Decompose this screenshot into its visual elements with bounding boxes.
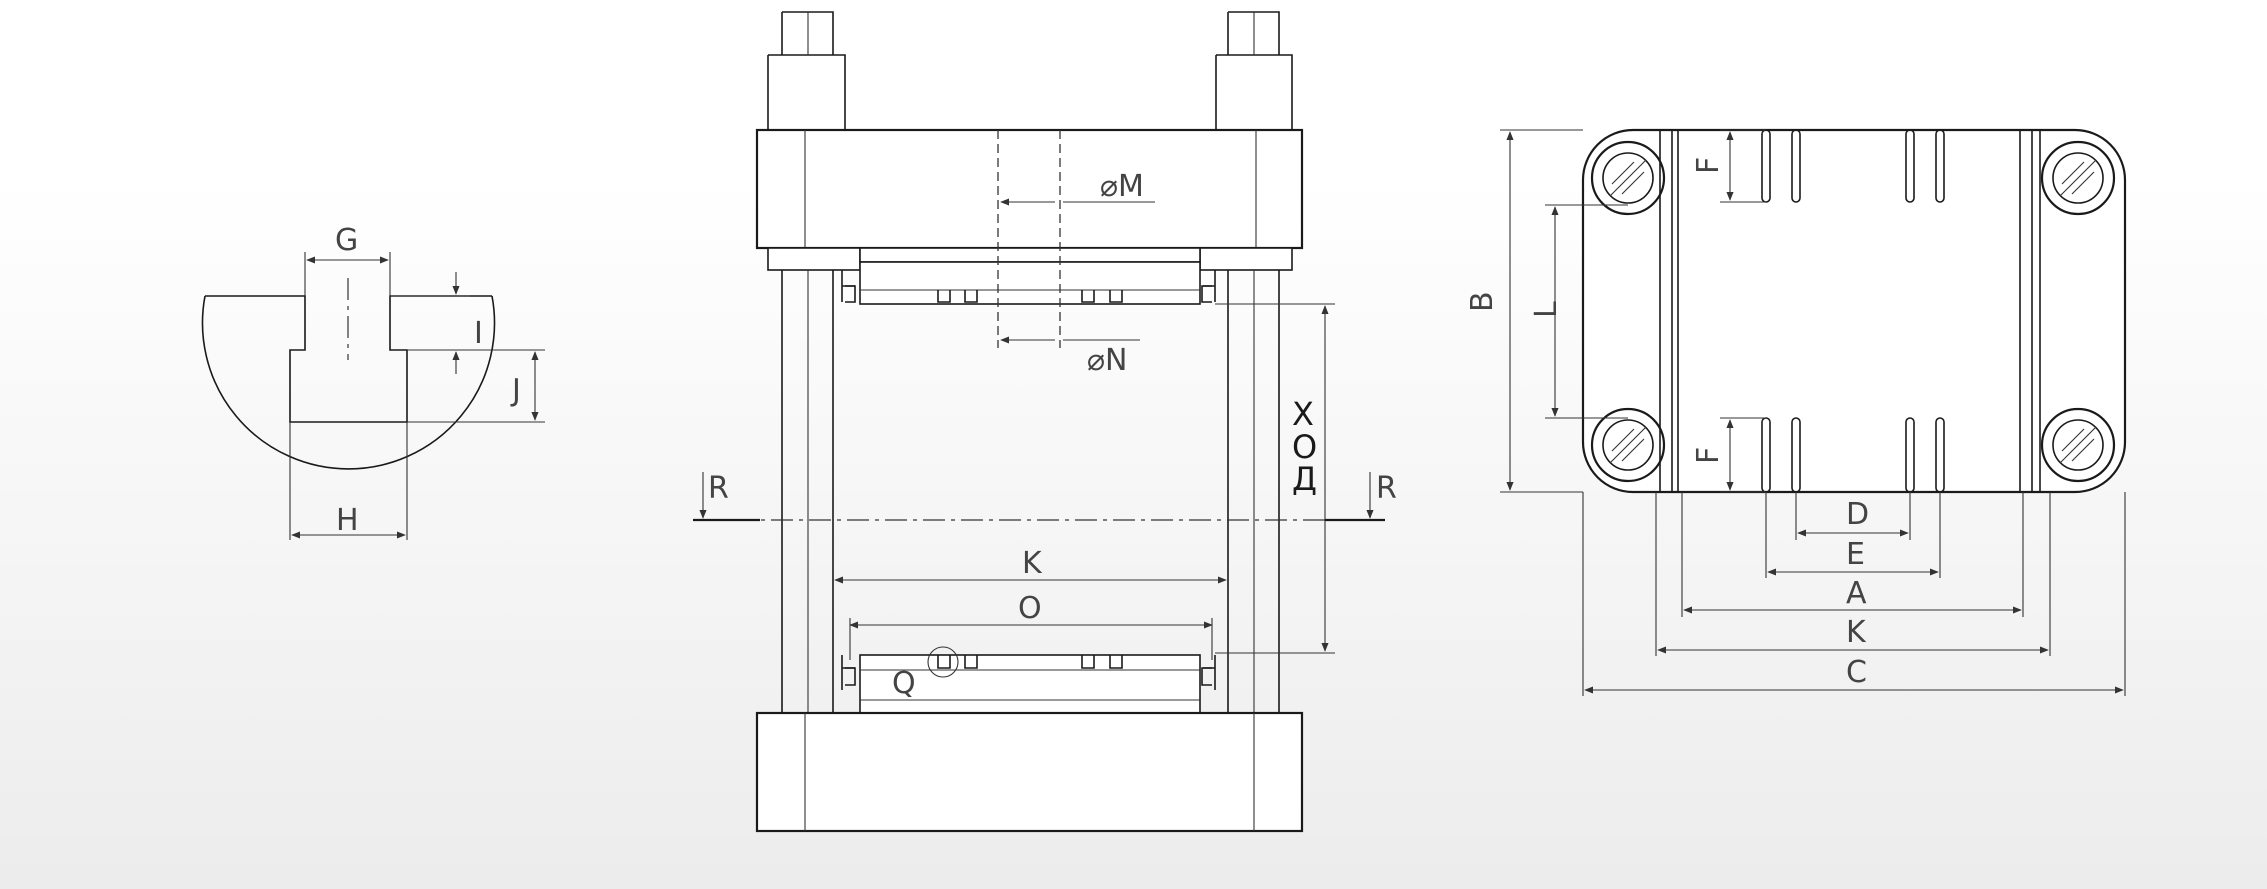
stroke-label-char-2: О [1292,428,1317,466]
dim-label-k-right: K [1846,615,1867,650]
section-label-r-right: R [1376,471,1397,506]
tie-rod-top-right [2040,140,2116,216]
dim-label-l: L [1529,301,1564,318]
press-front-view [693,11,1385,833]
dim-label-h: H [336,503,359,538]
tie-rod-bottom-left [1590,407,1666,483]
dim-label-f-top: F [1691,157,1726,174]
dim-label-m: ⌀M [1100,169,1144,204]
press-plan-view [1500,128,2127,696]
dim-label-n: ⌀N [1087,343,1128,378]
section-label-r-left: R [708,471,729,506]
dim-label-f-bottom: F [1691,447,1726,464]
dim-label-i: I [474,316,483,351]
dim-label-a: A [1846,576,1867,611]
dim-label-g: G [335,223,358,258]
tie-rod-top-left [1590,140,1666,216]
stroke-label-char-3: Д [1292,460,1317,498]
dim-label-q: Q [892,666,916,701]
dim-label-c: C [1846,655,1867,690]
dim-label-o: O [1018,591,1042,626]
stroke-label-char-1: Х [1292,395,1314,433]
tie-rod-bottom-right [2040,407,2116,483]
dim-label-d: D [1846,497,1869,532]
dim-label-k-mid: K [1022,546,1043,581]
t-slot-detail [201,252,545,540]
dim-label-b: B [1465,291,1500,312]
dim-label-j: J [510,373,521,408]
dim-label-e: E [1846,537,1865,572]
